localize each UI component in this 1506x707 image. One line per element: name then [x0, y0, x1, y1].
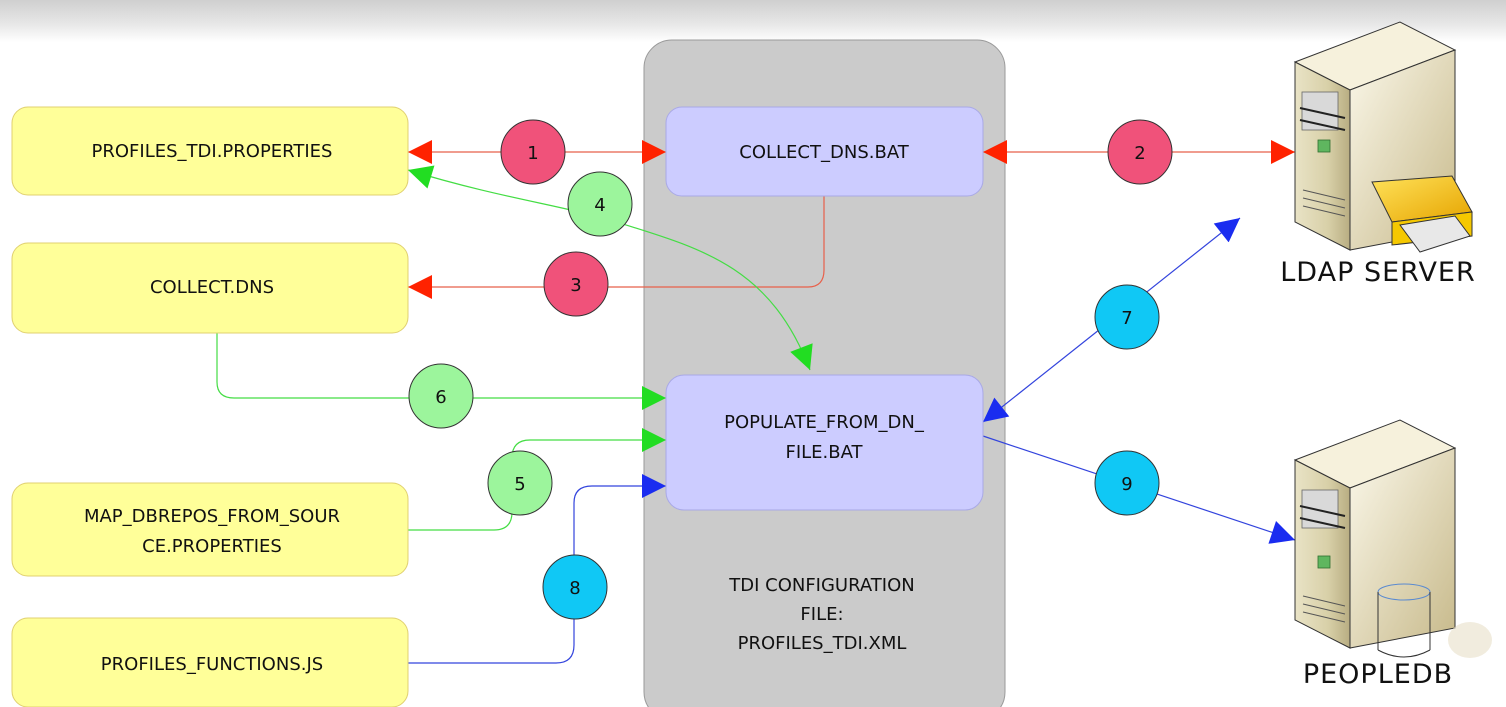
step-badge-3: 3	[543, 251, 609, 317]
tdi-config-title-line2: FILE:	[800, 604, 843, 625]
step-badge-4: 4	[567, 171, 633, 237]
ldap-server-icon	[1293, 21, 1473, 253]
step-badge-9: 9	[1094, 450, 1160, 516]
script-populate-label-line1: POPULATE_FROM_DN_	[724, 412, 925, 433]
file-map-dbrepos-label-line1: MAP_DBREPOS_FROM_SOUR	[84, 506, 340, 527]
file-profiles-functions-js: PROFILES_FUNCTIONS.JS	[11, 617, 409, 707]
peopledb-server-icon	[1293, 419, 1492, 658]
step-badge-6: 6	[408, 363, 474, 429]
tdi-config-title-line1: TDI CONFIGURATION	[728, 575, 915, 596]
step-badge-7-number: 7	[1121, 308, 1132, 329]
step-badge-1-number: 1	[527, 143, 538, 164]
connector-step-6	[216, 333, 666, 410]
file-collect-dns: COLLECT.DNS	[11, 242, 409, 334]
file-profiles-functions-js-label: PROFILES_FUNCTIONS.JS	[101, 654, 323, 675]
step-badge-8-number: 8	[569, 578, 580, 599]
step-badge-4-number: 4	[594, 195, 605, 216]
step-badge-2: 2	[1107, 119, 1173, 185]
step-badge-8: 8	[542, 554, 608, 620]
step-badge-5-number: 5	[514, 474, 525, 495]
file-profiles-tdi-properties-label: PROFILES_TDI.PROPERTIES	[92, 141, 333, 162]
header-shade	[0, 0, 1506, 42]
script-populate-label-line2: FILE.BAT	[785, 442, 863, 463]
ldap-server-label: LDAP SERVER	[1280, 257, 1475, 288]
step-badge-5: 5	[487, 450, 553, 516]
script-populate-from-dn-file-bat: POPULATE_FROM_DN_ FILE.BAT	[665, 374, 984, 511]
script-collect-dns-bat-label: COLLECT_DNS.BAT	[739, 142, 909, 163]
connector-step-8	[408, 474, 666, 664]
step-badge-1: 1	[500, 119, 566, 185]
tdi-config-label: TDI CONFIGURATION FILE: PROFILES_TDI.XML	[728, 575, 915, 654]
step-badge-2-number: 2	[1134, 143, 1145, 164]
file-map-dbrepos-properties: MAP_DBREPOS_FROM_SOUR CE.PROPERTIES	[11, 482, 409, 577]
file-collect-dns-label: COLLECT.DNS	[150, 277, 274, 298]
step-badge-6-number: 6	[435, 387, 446, 408]
step-badge-7: 7	[1094, 284, 1160, 350]
file-map-dbrepos-label-line2: CE.PROPERTIES	[142, 536, 282, 557]
tdi-config-title-line3: PROFILES_TDI.XML	[738, 633, 907, 654]
file-profiles-tdi-properties: PROFILES_TDI.PROPERTIES	[11, 106, 409, 196]
step-badge-9-number: 9	[1121, 474, 1132, 495]
script-collect-dns-bat: COLLECT_DNS.BAT	[665, 106, 984, 197]
peopledb-label: PEOPLEDB	[1303, 659, 1453, 690]
step-badge-3-number: 3	[570, 275, 581, 296]
